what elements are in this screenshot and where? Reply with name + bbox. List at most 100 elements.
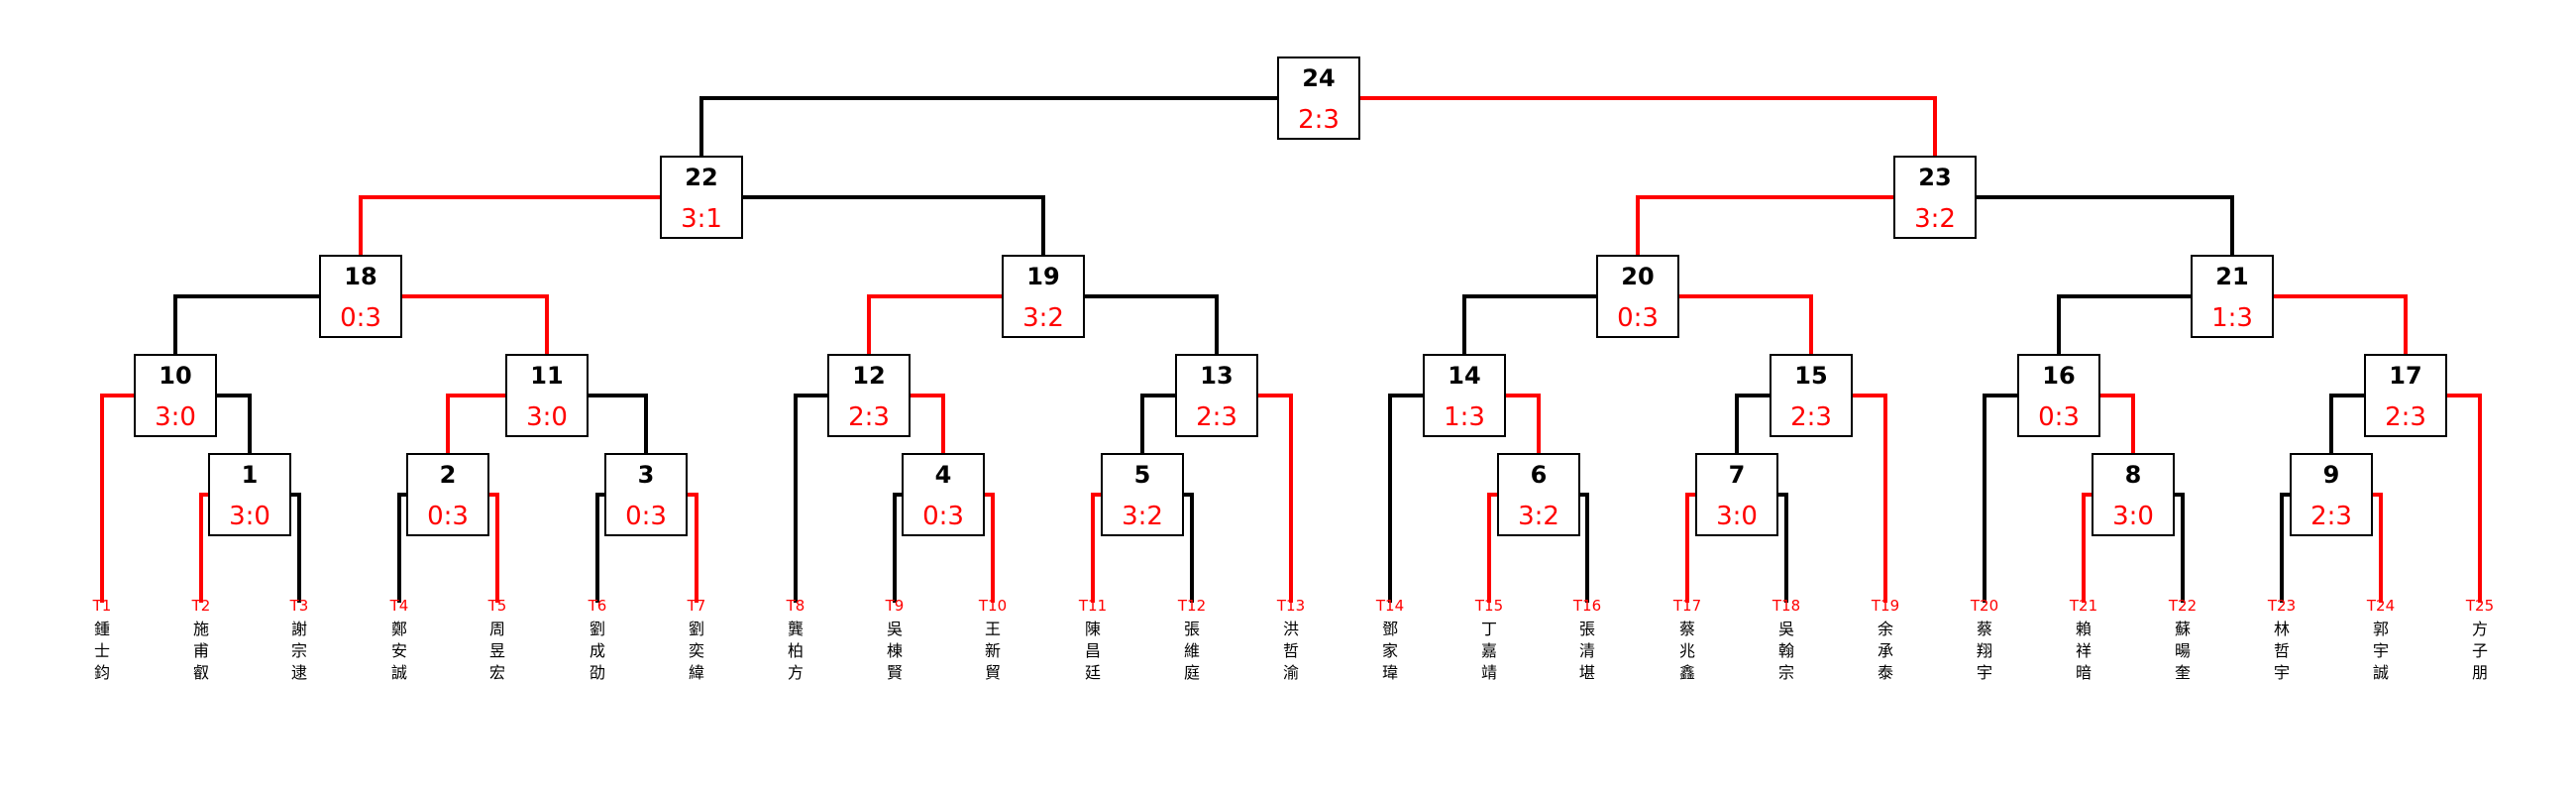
match-number: 21 xyxy=(2215,263,2248,290)
team-code: T5 xyxy=(487,597,507,615)
team-name-char: 緯 xyxy=(689,663,704,682)
match-box-frame xyxy=(1497,453,1580,536)
match-score: 0:3 xyxy=(625,502,667,531)
team-name-char: 施 xyxy=(193,620,209,638)
team-name-char: 兆 xyxy=(1679,641,1695,660)
team-name-char: 清 xyxy=(1579,641,1595,660)
team-name-char: 哲 xyxy=(2274,641,2290,660)
match-score: 0:3 xyxy=(427,502,469,531)
team-name-char: 奎 xyxy=(2175,663,2191,682)
team-name-char: 鄭 xyxy=(391,620,407,638)
match-score: 3:1 xyxy=(681,204,722,234)
team-name-char: 宏 xyxy=(489,663,505,682)
match-score: 2:3 xyxy=(2310,502,2352,531)
match-score: 3:0 xyxy=(526,402,568,432)
team-name-char: 王 xyxy=(985,620,1001,638)
match-box-frame xyxy=(1175,354,1258,437)
team-code: T11 xyxy=(1078,597,1107,615)
match-box-frame xyxy=(319,255,402,338)
team-code: T19 xyxy=(1871,597,1899,615)
match-box-frame xyxy=(1695,453,1778,536)
connector-line-21-left xyxy=(2057,294,2232,355)
match-number: 20 xyxy=(1621,263,1654,290)
team-name-char: 庭 xyxy=(1184,663,1200,682)
match-box-8: 83:0 xyxy=(2092,453,2175,536)
match-box-frame xyxy=(2364,354,2447,437)
match-number: 6 xyxy=(1531,461,1548,489)
match-number: 8 xyxy=(2125,461,2142,489)
team-name-char: 林 xyxy=(2274,620,2290,638)
connector-line-18-right xyxy=(361,294,549,355)
team-name-char: 鑫 xyxy=(1679,663,1695,682)
connector-line-20-left xyxy=(1462,294,1638,355)
match-box-frame xyxy=(1423,354,1506,437)
team-name-char: 宇 xyxy=(2274,663,2290,682)
match-score: 3:2 xyxy=(1914,204,1956,234)
team-name-char: 吳 xyxy=(1778,620,1794,638)
match-score: 0:3 xyxy=(340,303,381,333)
team-code: T3 xyxy=(289,597,309,615)
match-box-14: 141:3 xyxy=(1423,354,1506,437)
team-name-char: 方 xyxy=(2472,620,2488,638)
match-number: 13 xyxy=(1200,362,1233,390)
connector-line-20-right xyxy=(1638,294,1813,355)
team-code: T10 xyxy=(978,597,1007,615)
team-name-char: 新 xyxy=(985,641,1001,660)
match-box-10: 103:0 xyxy=(134,354,217,437)
team-code: T16 xyxy=(1572,597,1601,615)
match-number: 1 xyxy=(242,461,259,489)
team-code: T6 xyxy=(588,597,607,615)
connector-line-23-left xyxy=(1636,195,1935,256)
match-box-13: 132:3 xyxy=(1175,354,1258,437)
match-box-frame xyxy=(134,354,217,437)
match-box-frame xyxy=(660,156,743,239)
team-name-char: 哲 xyxy=(1283,641,1299,660)
team-name-char: 瑋 xyxy=(1382,663,1398,682)
match-box-7: 73:0 xyxy=(1695,453,1778,536)
team-name-char: 蘇 xyxy=(2175,620,2191,638)
match-box-5: 53:2 xyxy=(1101,453,1184,536)
match-box-frame xyxy=(604,453,688,536)
team-name-char: 棟 xyxy=(887,641,903,660)
team-name-char: 朋 xyxy=(2472,663,2488,682)
match-box-frame xyxy=(1893,156,1977,239)
team-name-char: 柏 xyxy=(788,641,804,660)
match-box-12: 122:3 xyxy=(827,354,911,437)
match-box-15: 152:3 xyxy=(1770,354,1853,437)
team-code: T20 xyxy=(1970,597,1998,615)
team-name-char: 泰 xyxy=(1878,663,1893,682)
team-code: T14 xyxy=(1375,597,1404,615)
team-name-char: 劉 xyxy=(689,620,704,638)
team-name-char: 逮 xyxy=(291,663,307,682)
team-name-char: 渝 xyxy=(1283,663,1299,682)
match-box-frame xyxy=(505,354,589,437)
match-boxes: 13:020:330:340:353:263:273:083:092:3103:… xyxy=(134,57,2447,536)
match-box-11: 113:0 xyxy=(505,354,589,437)
match-number: 23 xyxy=(1918,164,1951,191)
team-name-char: 蔡 xyxy=(1679,620,1695,638)
team-code: T9 xyxy=(885,597,905,615)
team-name-char: 龔 xyxy=(788,620,804,638)
team-name-char: 暘 xyxy=(2175,641,2191,660)
match-number: 9 xyxy=(2323,461,2340,489)
match-box-2: 20:3 xyxy=(406,453,489,536)
match-box-frame xyxy=(1101,453,1184,536)
match-number: 22 xyxy=(685,164,717,191)
match-number: 5 xyxy=(1134,461,1151,489)
match-box-23: 233:2 xyxy=(1893,156,1977,239)
match-score: 3:0 xyxy=(229,502,270,531)
team-name-char: 鈞 xyxy=(94,663,110,682)
team-name-char: 賢 xyxy=(887,663,903,682)
match-box-20: 200:3 xyxy=(1596,255,1679,338)
